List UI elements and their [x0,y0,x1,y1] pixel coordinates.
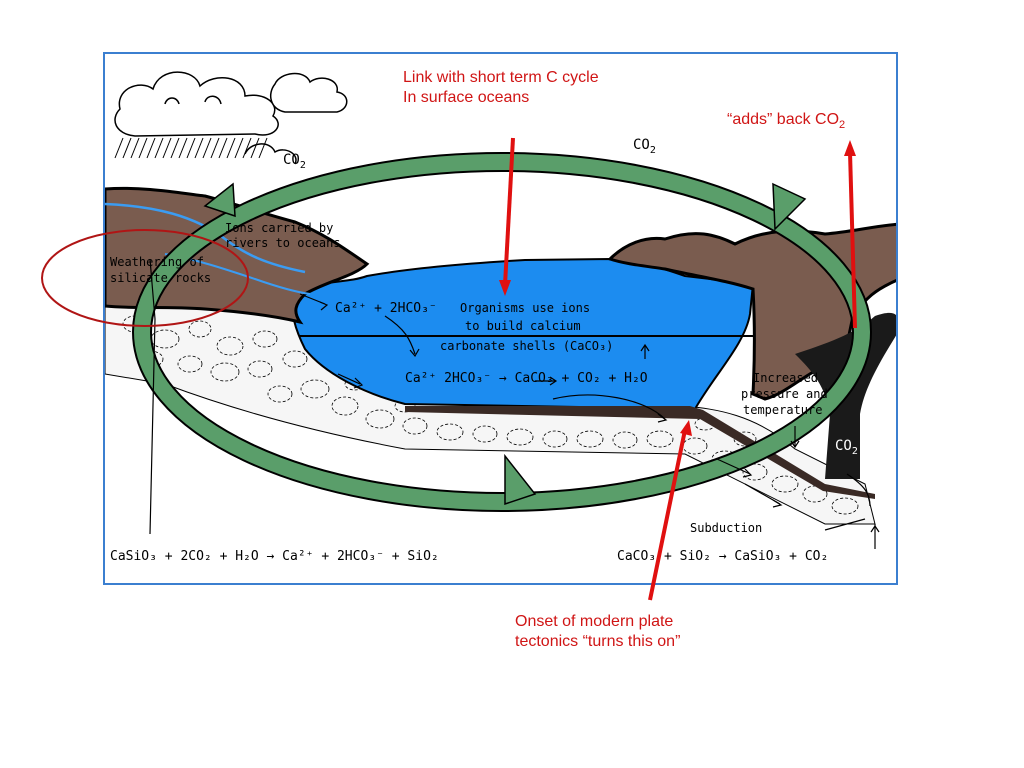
adds-back-annotation: “adds” back CO2 [727,110,845,135]
rain [114,137,268,159]
svg-text:CO2: CO2 [283,152,306,171]
adds-back-subscript: 2 [839,119,846,132]
link-arrow-shaft [503,137,515,286]
cycle-arrowhead-left [203,182,236,218]
flow-arrows [149,258,880,549]
weathering-highlight-circle [41,229,249,327]
link-annotation-line2: In surface oceans [403,89,530,106]
adds-back-text: “adds” back CO [727,111,840,128]
svg-text:Ions carried by: Ions carried by [225,221,333,235]
carbon-cycle-loop-fill [134,154,870,510]
pebbles [122,315,859,515]
subducting-plate [405,406,875,499]
onset-arrow-head [680,420,692,436]
onset-annotation: Onset of modern plate tectonics “turns t… [515,612,680,652]
cycle-arrowhead-bottom [504,453,537,506]
svg-text:to build calcium: to build calcium [465,319,581,333]
adds-back-arrow-shaft [848,151,857,329]
svg-text:Increased: Increased [753,371,818,385]
adds-back-arrow-head [844,140,856,156]
onset-arrow-shaft [648,429,687,601]
onset-annotation-line2: tectonics “turns this on” [515,633,681,650]
link-annotation: Link with short term C cycle In surface … [403,68,599,108]
svg-text:CaCO₃ + SiO₂ → CaSiO₃ + CO₂: CaCO₃ + SiO₂ → CaSiO₃ + CO₂ [617,549,828,564]
svg-text:temperature: temperature [743,403,822,417]
cycle-arrowhead-right [772,182,807,231]
link-annotation-line1: Link with short term C cycle [403,69,599,86]
svg-text:Ca²⁺ + 2HCO₃⁻: Ca²⁺ + 2HCO₃⁻ [335,301,437,316]
svg-text:carbonate shells (CaCO₃): carbonate shells (CaCO₃) [440,339,613,353]
river [105,202,306,274]
svg-text:rivers to oceans: rivers to oceans [225,236,341,250]
link-arrow-head [499,280,511,296]
onset-annotation-line1: Onset of modern plate [515,613,674,630]
svg-text:pressure and: pressure and [741,387,828,401]
diagram-text: CO2 CO2 CO2 Ions carried by rivers to oc… [110,137,858,564]
svg-text:Subduction: Subduction [690,521,762,535]
svg-text:Organisms use ions: Organisms use ions [460,301,590,315]
svg-text:CO2: CO2 [835,438,858,457]
rain-cloud [114,71,348,165]
carbon-cycle-diagram: CO2 CO2 CO2 Ions carried by rivers to oc… [103,52,898,585]
svg-text:CaSiO₃ + 2CO₂ + H₂O → Ca²⁺ + 2: CaSiO₃ + 2CO₂ + H₂O → Ca²⁺ + 2HCO₃⁻ + Si… [110,549,439,564]
svg-text:CO2: CO2 [633,137,656,156]
svg-text:Weathering of: Weathering of [110,255,204,269]
svg-text:silicate rocks: silicate rocks [110,271,211,285]
svg-text:Ca²⁺ 2HCO₃⁻ → CaCO₃ + CO₂ + H₂: Ca²⁺ 2HCO₃⁻ → CaCO₃ + CO₂ + H₂O [405,371,648,386]
